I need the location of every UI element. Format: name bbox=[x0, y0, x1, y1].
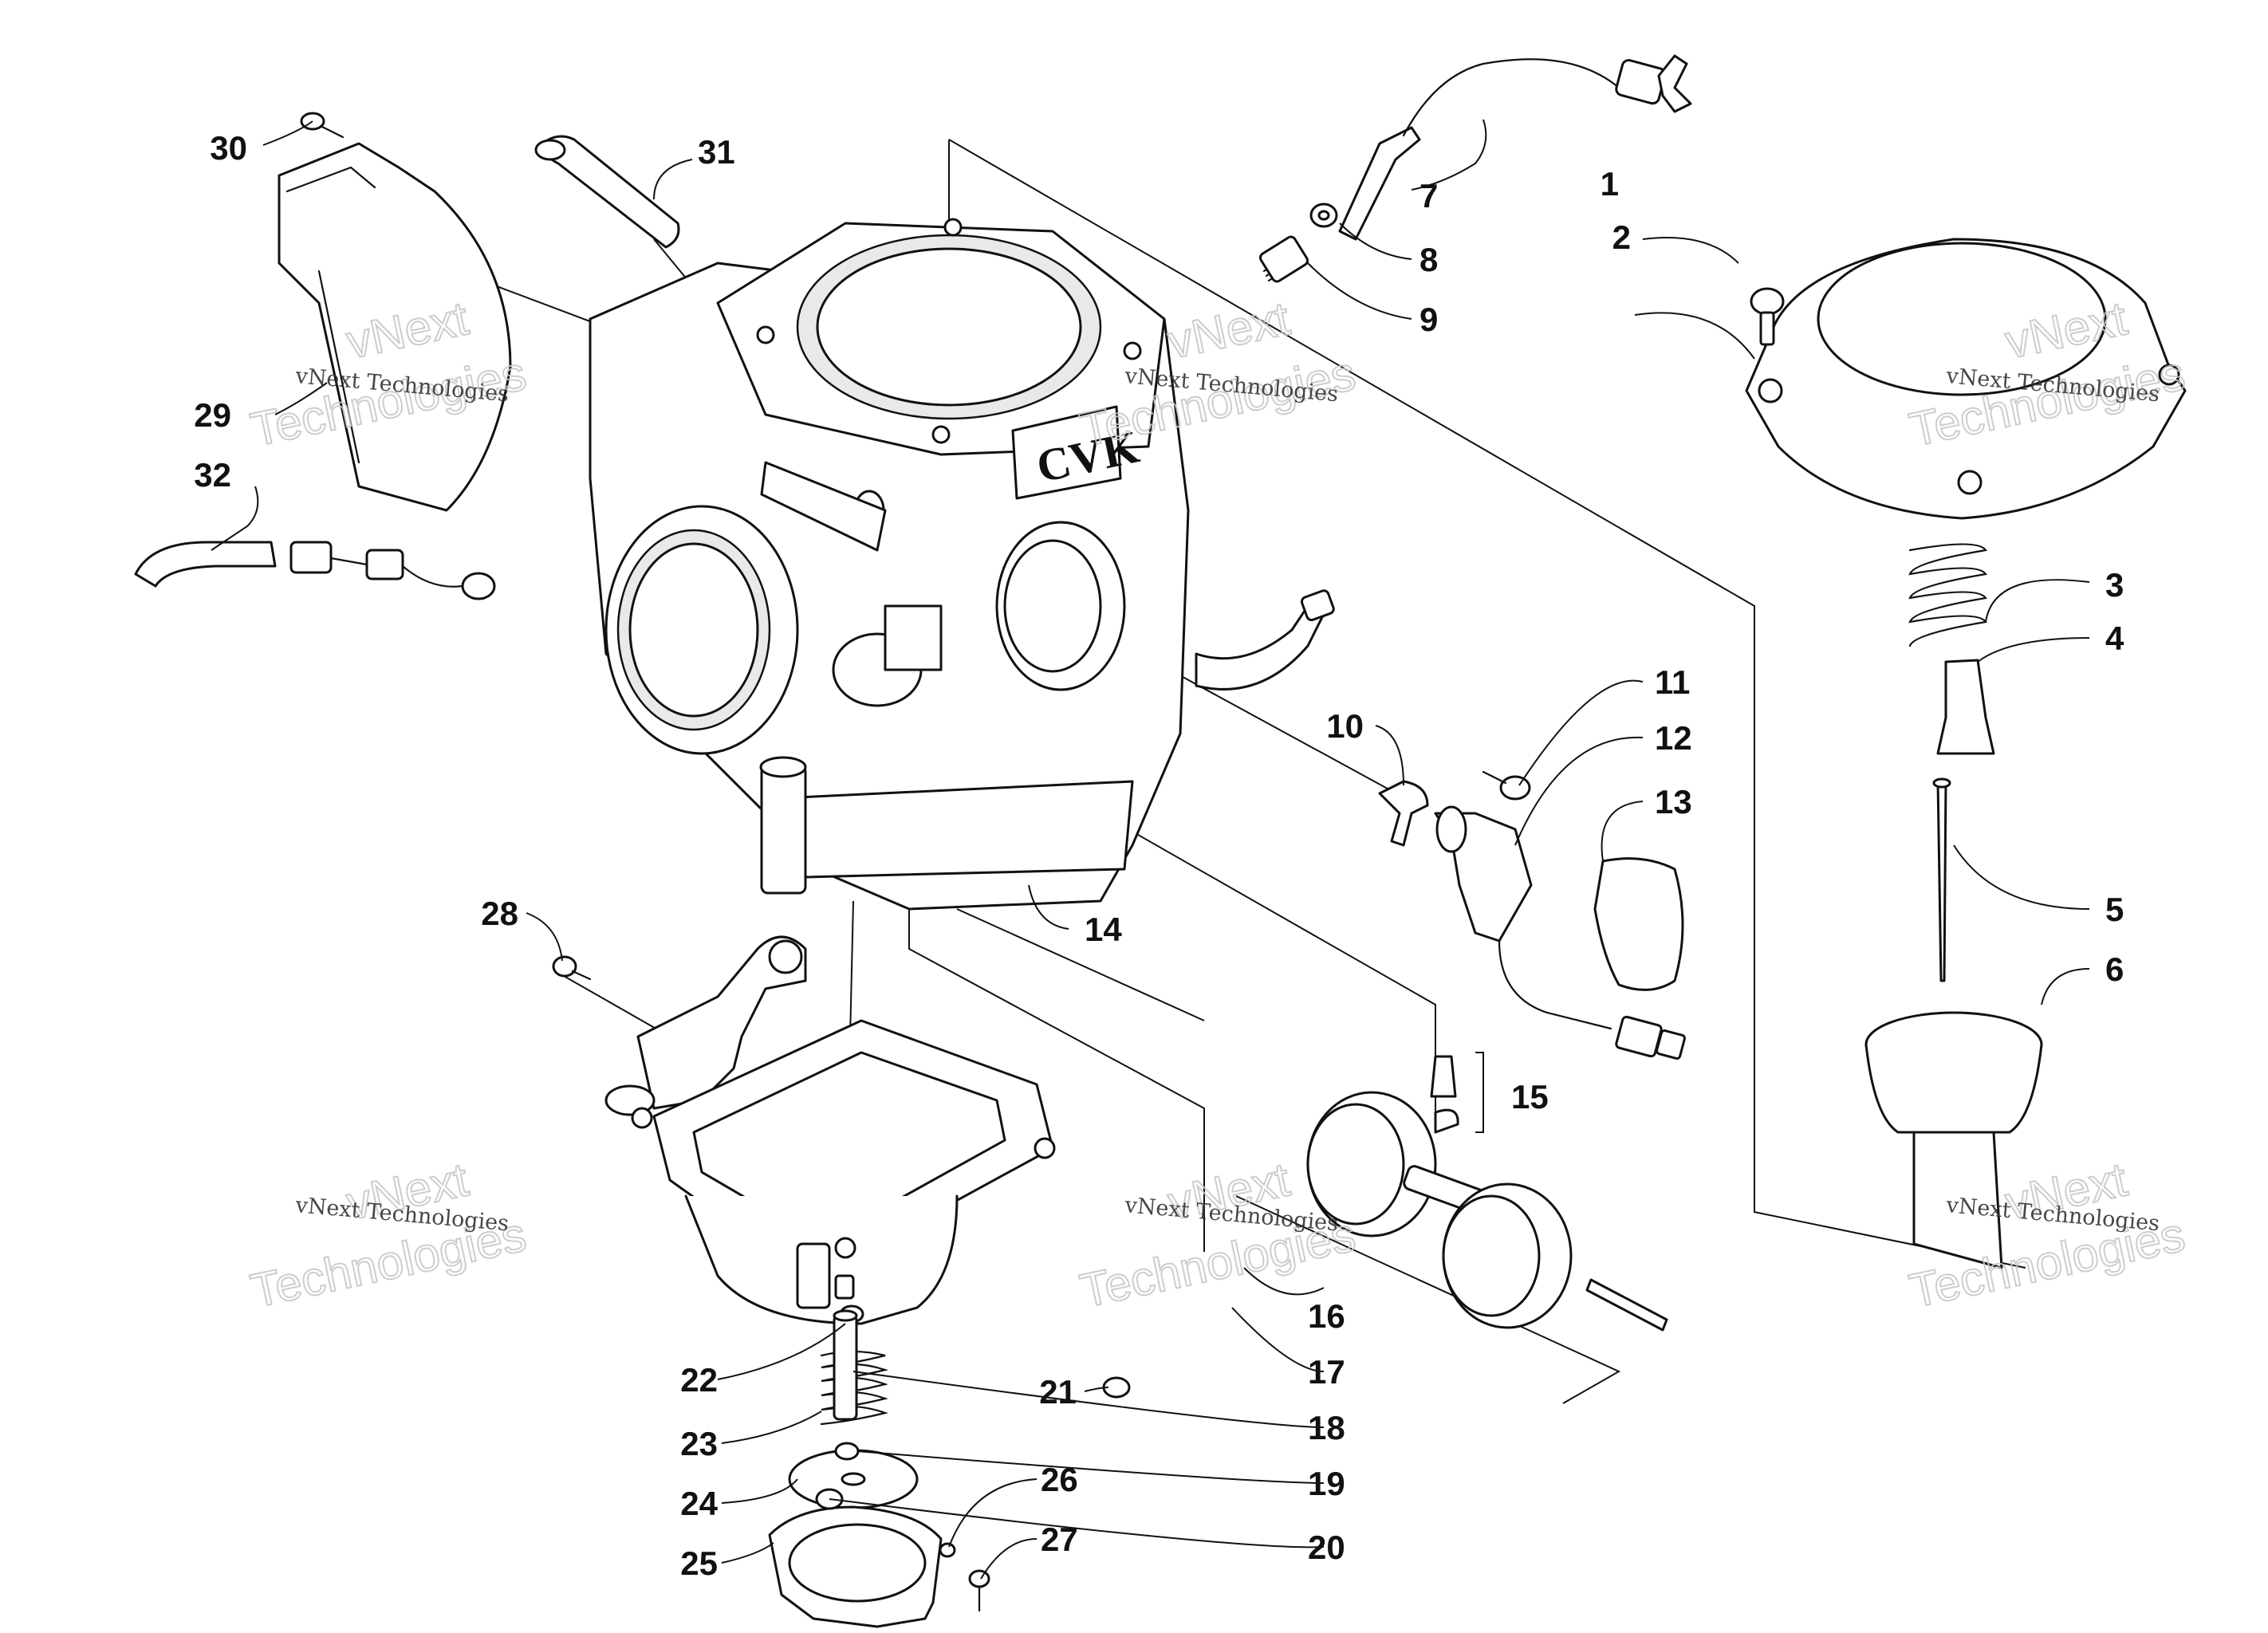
callout-29: 29 bbox=[194, 396, 231, 434]
part-11-screw bbox=[1482, 770, 1531, 801]
callout-10: 10 bbox=[1326, 707, 1364, 745]
callout-27: 27 bbox=[1041, 1521, 1078, 1558]
callout-17: 17 bbox=[1308, 1353, 1345, 1391]
part-27-screw bbox=[968, 1569, 990, 1612]
part-12-choke-plunger bbox=[1434, 805, 1686, 1060]
part-8-washer bbox=[1309, 203, 1338, 228]
callout-1: 1 bbox=[1601, 165, 1619, 203]
callout-31: 31 bbox=[698, 133, 735, 171]
callout-14: 14 bbox=[1085, 911, 1122, 948]
callout-7: 7 bbox=[1419, 177, 1438, 214]
part-10-clip bbox=[1378, 780, 1429, 847]
callout-30: 30 bbox=[210, 129, 247, 167]
callout-18: 18 bbox=[1308, 1409, 1345, 1446]
callout-32: 32 bbox=[194, 456, 231, 494]
callout-19: 19 bbox=[1308, 1465, 1345, 1502]
part-29-cover bbox=[278, 142, 512, 512]
callout-25: 25 bbox=[680, 1544, 718, 1582]
callout-26: 26 bbox=[1041, 1461, 1078, 1498]
callout-9: 9 bbox=[1419, 301, 1438, 338]
part-3-spring bbox=[1908, 543, 1987, 647]
part-15-needle-valve bbox=[1430, 1052, 1484, 1134]
part-4-retainer bbox=[1936, 659, 1995, 755]
callout-3: 3 bbox=[2105, 566, 2124, 604]
part-1-top-cap bbox=[1745, 238, 2187, 520]
callout-12: 12 bbox=[1655, 719, 1692, 757]
callout-6: 6 bbox=[2105, 950, 2124, 988]
callout-11: 11 bbox=[1655, 663, 1690, 701]
watermark-bottom-left: vNext Technologies vNext Technologies bbox=[246, 1151, 532, 1318]
part-18-emulsion-tube bbox=[833, 1309, 858, 1421]
callout-8: 8 bbox=[1419, 241, 1438, 278]
callout-13: 13 bbox=[1655, 783, 1692, 820]
watermark-line1: vNext bbox=[1164, 291, 1294, 368]
part-13-knob bbox=[1593, 857, 1684, 991]
part-31-hose bbox=[534, 135, 680, 249]
part-26-oring bbox=[939, 1542, 956, 1558]
part-2-screw bbox=[1750, 287, 1785, 346]
part-25-cover bbox=[768, 1505, 943, 1628]
callout-23: 23 bbox=[680, 1425, 718, 1462]
callout-28: 28 bbox=[481, 895, 518, 932]
callout-15: 15 bbox=[1511, 1078, 1549, 1116]
callout-numbers: 1 2 3 4 5 6 7 8 9 10 11 12 13 14 15 16 1… bbox=[194, 129, 2124, 1582]
part-17-jet bbox=[834, 1274, 855, 1300]
part-19-jet bbox=[834, 1442, 860, 1461]
callout-leaders bbox=[211, 119, 2090, 1580]
callout-22: 22 bbox=[680, 1361, 718, 1399]
part-28-screw bbox=[552, 955, 592, 981]
callout-20: 20 bbox=[1308, 1529, 1345, 1566]
callout-5: 5 bbox=[2105, 891, 2124, 928]
callout-24: 24 bbox=[680, 1485, 718, 1522]
float-lever bbox=[604, 935, 807, 1116]
carburetor-body: CVK bbox=[589, 218, 1335, 911]
callout-16: 16 bbox=[1308, 1297, 1345, 1335]
part-5-needle bbox=[1932, 777, 1951, 982]
part-9-spring bbox=[1258, 235, 1309, 283]
float-bowl bbox=[631, 1019, 1056, 1325]
part-6-slide bbox=[1864, 1011, 2043, 1269]
part-32-cable bbox=[134, 541, 496, 600]
part-16-float bbox=[1306, 1091, 1668, 1332]
part-7-cable bbox=[1338, 54, 1692, 241]
callout-21: 21 bbox=[1039, 1373, 1077, 1411]
callout-2: 2 bbox=[1612, 218, 1631, 256]
callout-4: 4 bbox=[2105, 620, 2124, 657]
